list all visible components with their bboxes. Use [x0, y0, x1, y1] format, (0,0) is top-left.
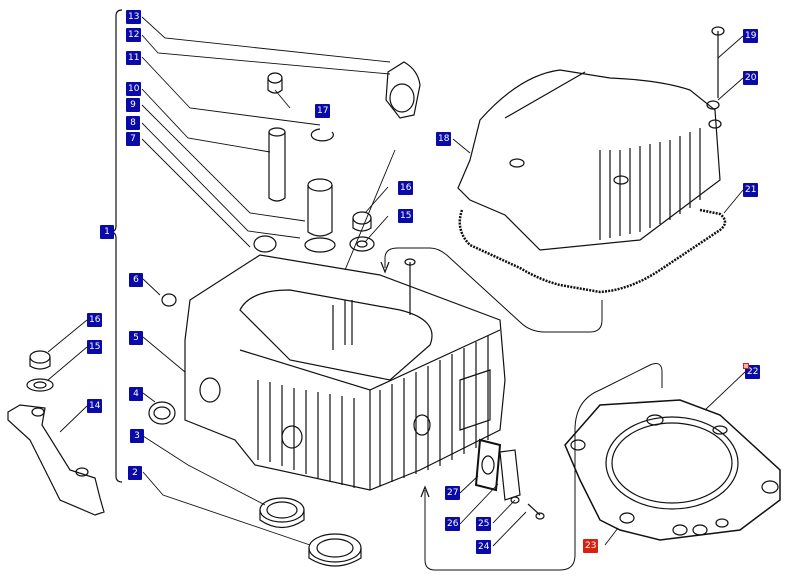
callout-c26[interactable]: 26	[445, 517, 461, 531]
callout-c9[interactable]: 9	[126, 98, 140, 112]
callout-c6[interactable]: 6	[129, 273, 143, 287]
callout-c23[interactable]: 23	[583, 539, 599, 553]
callout-c3[interactable]: 3	[130, 429, 144, 443]
cylinder-head	[184, 254, 506, 491]
callout-c18[interactable]: 18	[436, 132, 452, 146]
callout-c27[interactable]: 27	[445, 486, 461, 500]
callout-c5[interactable]: 5	[129, 331, 143, 345]
callout-c25[interactable]: 25	[476, 517, 492, 531]
assembly-bracket	[109, 9, 123, 483]
valve-cover-gasket	[458, 208, 727, 294]
callout-c7[interactable]: 7	[126, 132, 140, 146]
callout-c4[interactable]: 4	[129, 387, 143, 401]
flow-line-upper	[384, 247, 603, 333]
leader-lines	[47, 16, 746, 547]
callout-c12[interactable]: 12	[126, 28, 142, 42]
callout-c15b[interactable]: 15	[398, 209, 414, 223]
callout-c16a[interactable]: 16	[87, 313, 103, 327]
callout-c21[interactable]: 21	[743, 183, 759, 197]
callout-c17[interactable]: 17	[315, 104, 331, 118]
callout-c8[interactable]: 8	[126, 116, 140, 130]
flow-line-lower	[424, 363, 663, 571]
callout-c11[interactable]: 11	[126, 51, 142, 65]
valve-cover	[457, 26, 727, 294]
left-parts	[7, 293, 177, 516]
bracket-plate	[7, 404, 105, 516]
callout-c10[interactable]: 10	[126, 82, 142, 96]
callout-c16b[interactable]: 16	[398, 181, 414, 195]
callout-c14[interactable]: 14	[87, 399, 103, 413]
selection-marker	[743, 363, 749, 369]
callout-c24[interactable]: 24	[476, 540, 492, 554]
valve-parts	[253, 61, 421, 253]
head-gasket	[564, 399, 781, 541]
callout-c1[interactable]: 1	[100, 225, 114, 239]
callout-c15a[interactable]: 15	[87, 340, 103, 354]
callout-c19[interactable]: 19	[743, 29, 759, 43]
callout-c13[interactable]: 13	[126, 10, 142, 24]
liner-rings	[259, 497, 362, 567]
flange-parts	[474, 438, 545, 520]
callout-c20[interactable]: 20	[743, 71, 759, 85]
callout-c2[interactable]: 2	[128, 466, 142, 480]
